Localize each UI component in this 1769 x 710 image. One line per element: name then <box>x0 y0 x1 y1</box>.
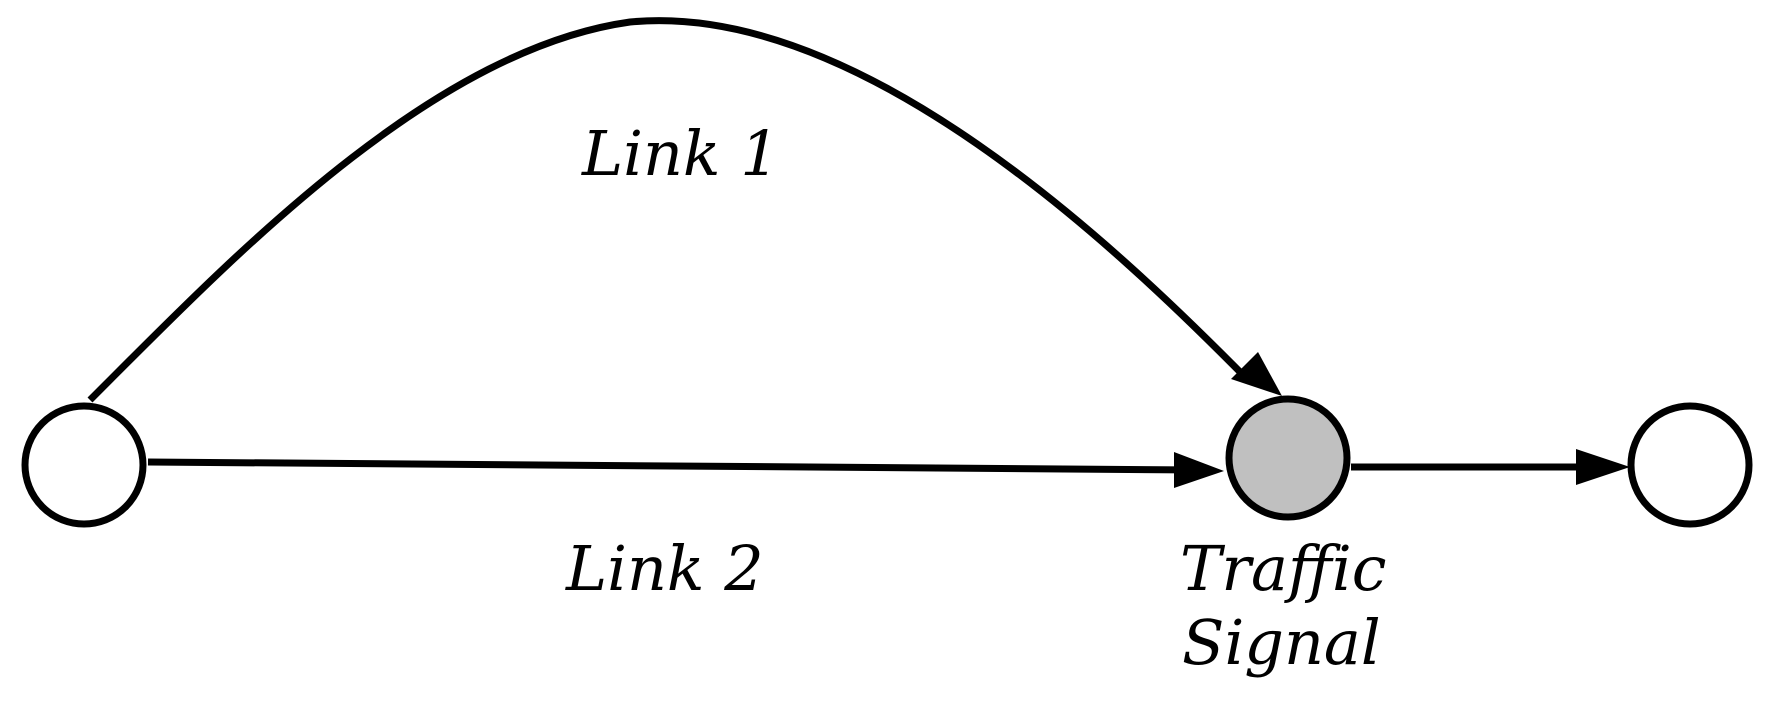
link-2-edge <box>147 458 1201 474</box>
origin-node <box>21 402 147 528</box>
link-1-edge <box>87 17 1253 403</box>
link-2-label: Link 2 <box>565 532 764 605</box>
traffic-signal-label-line2: Signal <box>1182 606 1381 679</box>
link-1-arrowhead <box>1231 352 1282 396</box>
link-2-arrowhead <box>1174 452 1224 488</box>
link-1-label: Link 1 <box>581 117 780 190</box>
traffic-signal-node <box>1225 395 1351 521</box>
outgoing-link-arrowhead <box>1576 449 1630 485</box>
destination-node <box>1627 402 1753 528</box>
traffic-signal-label-line1: Traffic <box>1180 532 1386 605</box>
